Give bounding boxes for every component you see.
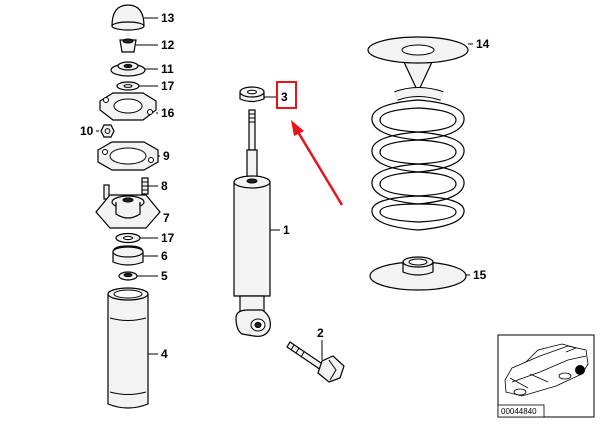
callout-16: 16 xyxy=(161,106,175,120)
callout-3: 3 xyxy=(281,90,288,104)
callout-17-upper: 17 xyxy=(161,79,175,93)
callout-4: 4 xyxy=(161,347,168,361)
callout-9: 9 xyxy=(163,149,170,163)
callout-12: 12 xyxy=(161,38,175,52)
collar-nut[interactable] xyxy=(119,38,137,53)
support-pad[interactable] xyxy=(112,245,144,266)
callout-6: 6 xyxy=(161,249,168,263)
callout-15: 15 xyxy=(473,268,487,282)
coil-spring[interactable] xyxy=(371,87,465,231)
diagram-code: 00044840 xyxy=(501,407,537,416)
rubber-bush[interactable] xyxy=(110,61,146,77)
location-dot xyxy=(575,365,585,375)
callout-10: 10 xyxy=(80,124,94,138)
highlight-arrow xyxy=(291,120,344,206)
dust-cap[interactable] xyxy=(111,4,145,31)
callout-11: 11 xyxy=(161,62,174,76)
vehicle-location-thumbnail[interactable]: 00044840 xyxy=(497,334,595,418)
stop-ring[interactable] xyxy=(118,271,138,281)
shock-mount-washer[interactable] xyxy=(239,86,265,103)
shock-absorber[interactable] xyxy=(233,109,271,337)
hex-nut[interactable] xyxy=(100,124,115,138)
callout-5: 5 xyxy=(161,269,168,283)
callout-8: 8 xyxy=(161,179,168,193)
gasket-plate[interactable] xyxy=(99,92,157,121)
support-bearing[interactable] xyxy=(95,184,161,229)
lower-spring-seat[interactable] xyxy=(369,256,467,291)
upper-spring-seat[interactable] xyxy=(367,36,469,94)
callout-14: 14 xyxy=(476,37,490,51)
gasket-lower[interactable] xyxy=(97,141,159,171)
highlight-box xyxy=(276,81,297,109)
stud-bolt[interactable] xyxy=(141,177,149,195)
callout-7: 7 xyxy=(163,211,170,225)
callout-13: 13 xyxy=(161,11,175,25)
callout-2: 2 xyxy=(317,326,324,340)
washer-upper[interactable] xyxy=(116,81,140,91)
callout-17-lower: 17 xyxy=(161,231,175,245)
protective-tube[interactable] xyxy=(107,287,149,409)
callout-1: 1 xyxy=(283,223,290,237)
hex-bolt[interactable] xyxy=(286,341,345,383)
car-icon xyxy=(504,343,589,397)
washer-lower[interactable] xyxy=(115,232,141,244)
